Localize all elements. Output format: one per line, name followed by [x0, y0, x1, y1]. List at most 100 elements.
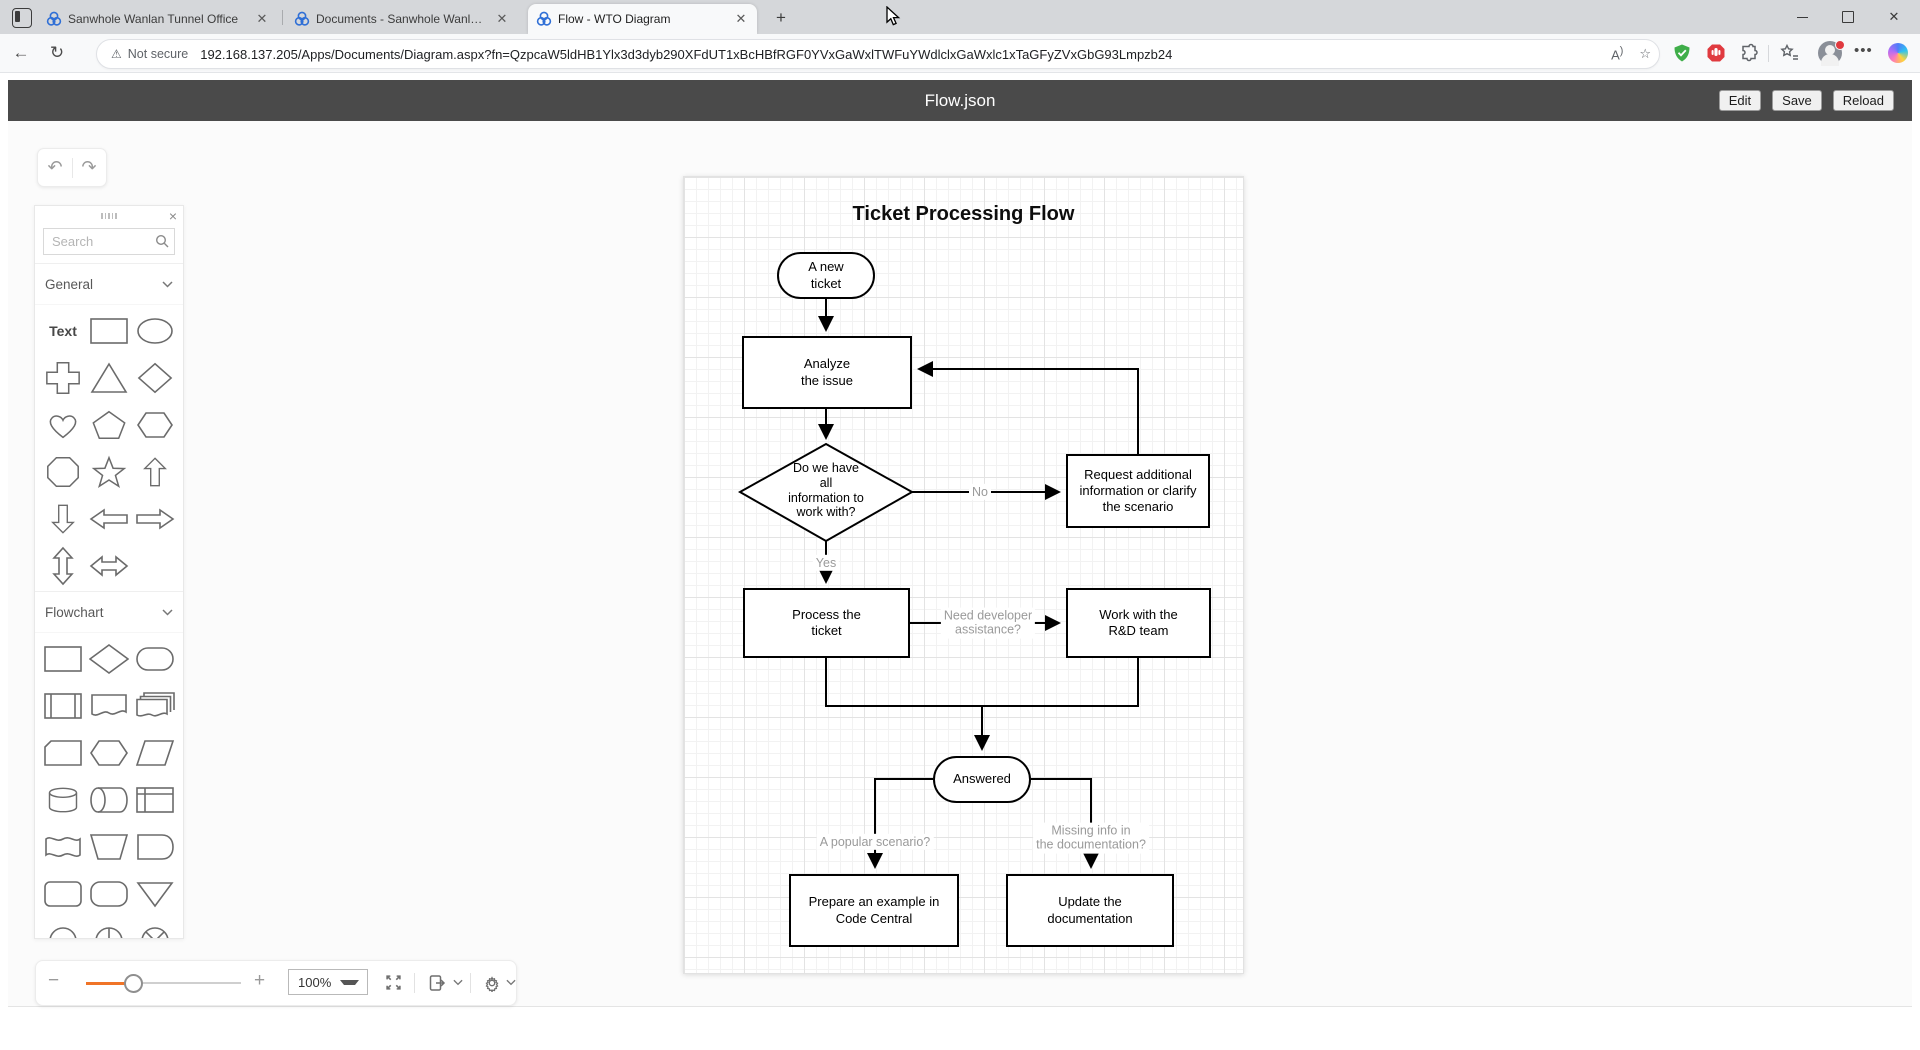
shape-arrow-right[interactable] — [132, 495, 178, 542]
node-request-info[interactable]: Request additional information or clarif… — [1066, 454, 1210, 528]
blocker-extension-icon[interactable] — [1706, 43, 1726, 63]
shape-octagon[interactable] — [40, 448, 86, 495]
new-tab-button[interactable]: + — [776, 8, 786, 27]
shape-pentagon[interactable] — [86, 401, 132, 448]
node-prepare-example[interactable]: Prepare an example in Code Central — [789, 874, 959, 947]
tab-title: Sanwhole Wanlan Tunnel Office — [68, 12, 239, 26]
shape-arrow-left[interactable] — [86, 495, 132, 542]
shape-database[interactable] — [40, 776, 86, 823]
url-text[interactable]: 192.168.137.205/Apps/Documents/Diagram.a… — [200, 46, 1173, 62]
extensions-puzzle-icon[interactable] — [1740, 43, 1760, 63]
fit-screen-icon[interactable] — [385, 974, 402, 991]
section-flowchart[interactable]: Flowchart — [35, 591, 183, 633]
tab-actions-icon[interactable] — [12, 8, 32, 28]
shape-process[interactable] — [40, 635, 86, 682]
shape-heart[interactable] — [40, 401, 86, 448]
shape-alternate-process[interactable] — [40, 870, 86, 917]
shape-or-junction[interactable] — [86, 917, 132, 938]
shape-arrow-left-right[interactable] — [86, 542, 132, 589]
shape-arrow-up-down[interactable] — [40, 542, 86, 589]
shape-multi-document[interactable] — [132, 682, 178, 729]
shape-ellipse[interactable] — [132, 307, 178, 354]
node-update-docs[interactable]: Update the documentation — [1006, 874, 1174, 947]
edge-label-no: No — [969, 483, 991, 501]
shield-extension-icon[interactable] — [1672, 43, 1692, 63]
panel-close-icon[interactable]: × — [168, 208, 177, 224]
zoom-out-button[interactable]: − — [48, 970, 60, 991]
edit-button[interactable]: Edit — [1718, 90, 1762, 111]
shape-hexagon[interactable] — [132, 401, 178, 448]
tab-1[interactable]: Sanwhole Wanlan Tunnel Office ✕ — [38, 4, 278, 34]
tab-title: Documents - Sanwhole Wanlan Tu — [316, 12, 488, 26]
tab-close-icon[interactable]: ✕ — [735, 11, 747, 26]
refresh-icon[interactable]: ↻ — [49, 43, 65, 62]
save-button[interactable]: Save — [1772, 90, 1822, 111]
node-analyze[interactable]: Analyze the issue — [742, 336, 912, 409]
address-bar[interactable]: ⚠ Not secure 192.168.137.205/Apps/Docume… — [96, 39, 1660, 69]
shape-connector[interactable] — [40, 917, 86, 938]
shape-paper-tape[interactable] — [40, 823, 86, 870]
undo-icon[interactable]: ↶ — [47, 157, 63, 177]
zoom-slider[interactable] — [86, 974, 241, 993]
chevron-down-icon[interactable] — [453, 979, 463, 986]
read-aloud-icon[interactable]: A) — [1611, 45, 1624, 63]
zoom-slider-thumb[interactable] — [124, 974, 143, 993]
shape-data[interactable] — [132, 729, 178, 776]
tab-3-active[interactable]: Flow - WTO Diagram ✕ — [528, 4, 757, 34]
shape-diamond[interactable] — [132, 354, 178, 401]
node-rnd-team[interactable]: Work with the R&D team — [1066, 588, 1211, 658]
shape-decision[interactable] — [86, 635, 132, 682]
shape-direct-access-storage[interactable] — [86, 776, 132, 823]
window-close-button[interactable]: ✕ — [1888, 9, 1900, 24]
shape-document[interactable] — [86, 682, 132, 729]
shape-manual-operation[interactable] — [86, 823, 132, 870]
shape-preparation[interactable] — [86, 729, 132, 776]
shape-delay[interactable] — [132, 823, 178, 870]
shape-extract[interactable] — [132, 870, 178, 917]
shape-search-input[interactable] — [43, 228, 175, 255]
shape-star[interactable] — [86, 448, 132, 495]
zoom-level-dropdown[interactable]: 100% — [288, 969, 368, 995]
chevron-down-icon[interactable] — [506, 979, 516, 986]
shape-rounded-process[interactable] — [86, 870, 132, 917]
site-favicon — [536, 11, 552, 26]
shape-arrow-down[interactable] — [40, 495, 86, 542]
diagram-workspace: ↶ ↷ × General Text — [8, 121, 1912, 1007]
shape-summing-junction[interactable] — [132, 917, 178, 938]
favorites-bar-icon[interactable] — [1780, 43, 1800, 63]
shape-arrow-up[interactable] — [132, 448, 178, 495]
section-general[interactable]: General — [35, 263, 183, 305]
browser-menu-icon[interactable]: ••• — [1854, 42, 1873, 59]
window-maximize-button[interactable] — [1825, 0, 1871, 34]
tab-close-icon[interactable]: ✕ — [256, 11, 268, 26]
undo-redo-toolbar: ↶ ↷ — [37, 148, 107, 187]
shape-card[interactable] — [40, 729, 86, 776]
copilot-icon[interactable] — [1888, 43, 1908, 63]
settings-gear-icon[interactable] — [483, 974, 501, 992]
panel-drag-handle[interactable]: × — [35, 206, 183, 226]
shape-triangle[interactable] — [86, 354, 132, 401]
shape-cross[interactable] — [40, 354, 86, 401]
reload-button[interactable]: Reload — [1832, 90, 1894, 111]
shape-terminator[interactable] — [132, 635, 178, 682]
shape-text[interactable]: Text — [49, 322, 77, 339]
shape-predefined-process[interactable] — [40, 682, 86, 729]
profile-avatar[interactable] — [1818, 41, 1842, 66]
node-start[interactable]: A new ticket — [777, 252, 875, 299]
favorite-star-icon[interactable]: ☆ — [1639, 46, 1651, 61]
tab-close-icon[interactable]: ✕ — [496, 11, 508, 26]
shape-internal-storage[interactable] — [132, 776, 178, 823]
back-icon[interactable]: ← — [12, 43, 30, 62]
shape-rectangle[interactable] — [86, 307, 132, 354]
redo-icon[interactable]: ↷ — [81, 157, 97, 177]
chevron-down-icon — [162, 280, 173, 288]
zoom-in-button[interactable]: + — [254, 970, 266, 991]
diagram-canvas[interactable]: Ticket Processing Flow — [683, 176, 1244, 974]
node-decision-label[interactable]: Do we have all information to work with? — [788, 461, 864, 520]
window-minimize-button[interactable] — [1779, 0, 1825, 34]
node-answered[interactable]: Answered — [933, 756, 1031, 803]
node-process-ticket[interactable]: Process the ticket — [743, 588, 910, 658]
export-page-icon[interactable] — [428, 974, 446, 992]
zoom-level-value: 100% — [298, 974, 332, 990]
tab-2[interactable]: Documents - Sanwhole Wanlan Tu ✕ — [286, 4, 518, 34]
